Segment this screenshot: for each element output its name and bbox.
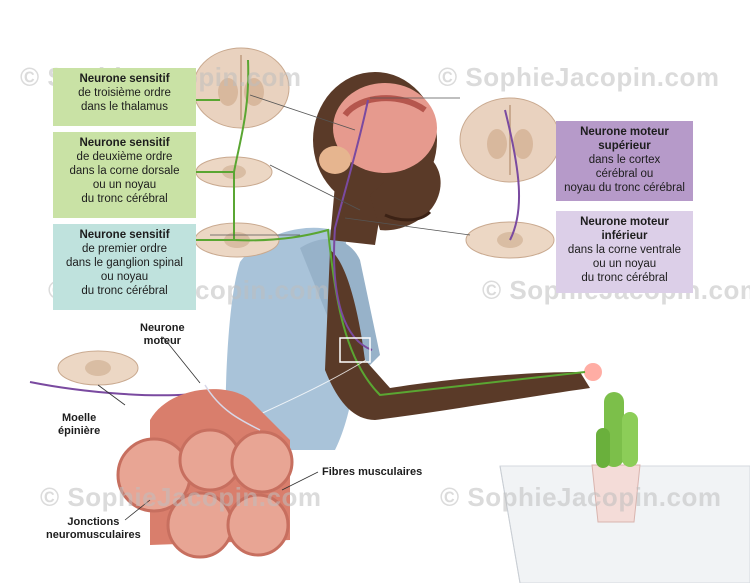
label-sensory-first-order: Neurone sensitif de premier ordre dans l… — [53, 224, 196, 310]
label-line: du tronc cérébral — [581, 272, 668, 284]
label-line: neuromusculaires — [46, 529, 141, 541]
label-motor-neuron: Neurone moteur — [140, 322, 185, 348]
label-spinal-cord: Moelle épinière — [58, 412, 100, 438]
label-line: moteur — [143, 335, 181, 347]
brain-section-left — [192, 47, 290, 129]
cactus-plant — [591, 392, 641, 523]
label-muscle-fibers: Fibres musculaires — [322, 466, 423, 478]
label-line: dans le ganglion spinal — [65, 257, 183, 269]
label-line: ou un noyau — [592, 258, 657, 270]
label-line: dans la corne ventrale — [567, 244, 682, 256]
label-line: ou noyau — [100, 271, 149, 283]
label-line: de premier ordre — [81, 243, 167, 255]
brain-section-right — [459, 97, 561, 183]
connector-lines — [210, 94, 471, 236]
label-line: cérébral ou — [595, 168, 654, 180]
label-line: inférieur — [601, 230, 648, 242]
spinal-section-inset — [57, 350, 139, 386]
label-line: Moelle — [61, 412, 97, 424]
label-line: épinière — [58, 425, 101, 437]
label-title: Neurone moteur — [580, 126, 669, 138]
pain-point-icon — [584, 363, 602, 381]
label-line: dans le cortex — [588, 154, 661, 166]
watermark: © SophieJacopin.com — [438, 62, 720, 92]
label-title: Neurone moteur — [580, 216, 669, 228]
label-line: dans la corne dorsale — [69, 165, 180, 177]
sensory-pathway — [195, 59, 586, 397]
label-sensory-third-order: Neurone sensitif de troisième ordre dans… — [53, 68, 196, 126]
label-line: Neurone — [140, 322, 185, 334]
label-sensory-second-order: Neurone sensitif de deuxième ordre dans … — [53, 132, 196, 218]
label-line: de troisième ordre — [78, 87, 171, 99]
muscle-bundle — [116, 384, 294, 559]
label-title: Neurone sensitif — [79, 137, 170, 149]
label-line: Jonctions — [67, 516, 120, 528]
table — [499, 465, 750, 583]
bottom-pointers — [97, 336, 319, 521]
label-line: du tronc cérébral — [81, 193, 168, 205]
label-line: noyau du tronc cérébral — [564, 182, 685, 194]
zoom-box — [339, 337, 371, 363]
label-title: Neurone sensitif — [79, 229, 170, 241]
label-line: ou un noyau — [92, 179, 157, 191]
label-upper-motor-neuron: Neurone moteur supérieur dans le cortex … — [556, 121, 693, 201]
label-line: dans le thalamus — [81, 101, 168, 113]
label-lower-motor-neuron: Neurone moteur inférieur dans la corne v… — [556, 211, 693, 293]
label-line: du tronc cérébral — [81, 285, 168, 297]
watermark: © SophieJacopin.com — [440, 482, 722, 512]
label-line: de deuxième ordre — [76, 151, 173, 163]
label-title: Neurone sensitif — [79, 73, 170, 85]
watermark: © SophieJacopin.com — [40, 482, 322, 512]
label-line: supérieur — [598, 140, 651, 152]
label-neuromuscular-junctions: Jonctions neuromusculaires — [46, 516, 141, 542]
